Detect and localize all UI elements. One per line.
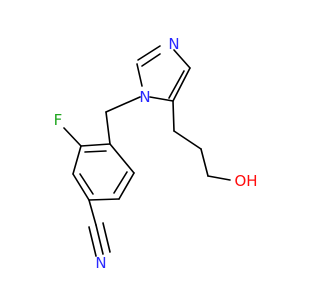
atom-n1-label: N [139, 88, 150, 106]
bond-chain1-chain2 [173, 130, 202, 150]
atom-f-label: F [54, 111, 63, 129]
bond-ch2-ring [105, 111, 111, 145]
canvas-background [0, 0, 300, 300]
bond-c4-c5-inner [168, 70, 185, 99]
bond-ar1-ar2 [80, 143, 111, 147]
bond-c4-c5 [172, 67, 191, 102]
bond-ar1-ar2-inner [84, 150, 107, 153]
bond-c5-n1 [149, 96, 174, 102]
bond-ar5-ar6-inner [113, 171, 128, 194]
atom-nitrile-n-label: N [95, 254, 106, 272]
bond-ar4-ar5 [88, 198, 120, 201]
bond-ar3-ar4 [72, 173, 90, 201]
bond-chain2-chain3 [200, 148, 209, 177]
bond-c2-n3-inner [141, 53, 161, 67]
bond-ar4-cn [88, 199, 97, 226]
bond-ar6-ar1 [109, 143, 135, 174]
bond-n3-c4 [173, 49, 191, 69]
bond-c2-n3 [137, 45, 161, 61]
bond-cn-triple-2 [88, 226, 97, 257]
atom-oh-label: OH [234, 172, 257, 190]
bond-c5-chain1 [172, 100, 175, 132]
bond-n1-ch2 [105, 96, 141, 113]
structure-diagram: N N F OH N [0, 0, 300, 300]
bond-ar2-f [63, 127, 82, 147]
bond-ar2-ar3 [72, 145, 82, 175]
atom-n3-label: N [168, 35, 179, 53]
bond-ar5-ar6 [118, 172, 135, 200]
bond-cn-triple-3 [102, 222, 111, 253]
bond-n1-c2 [136, 63, 143, 87]
bond-cn-triple-1 [95, 224, 104, 255]
bond-chain3-oh [207, 175, 231, 181]
bond-ar3-ar4-inner [79, 173, 94, 195]
